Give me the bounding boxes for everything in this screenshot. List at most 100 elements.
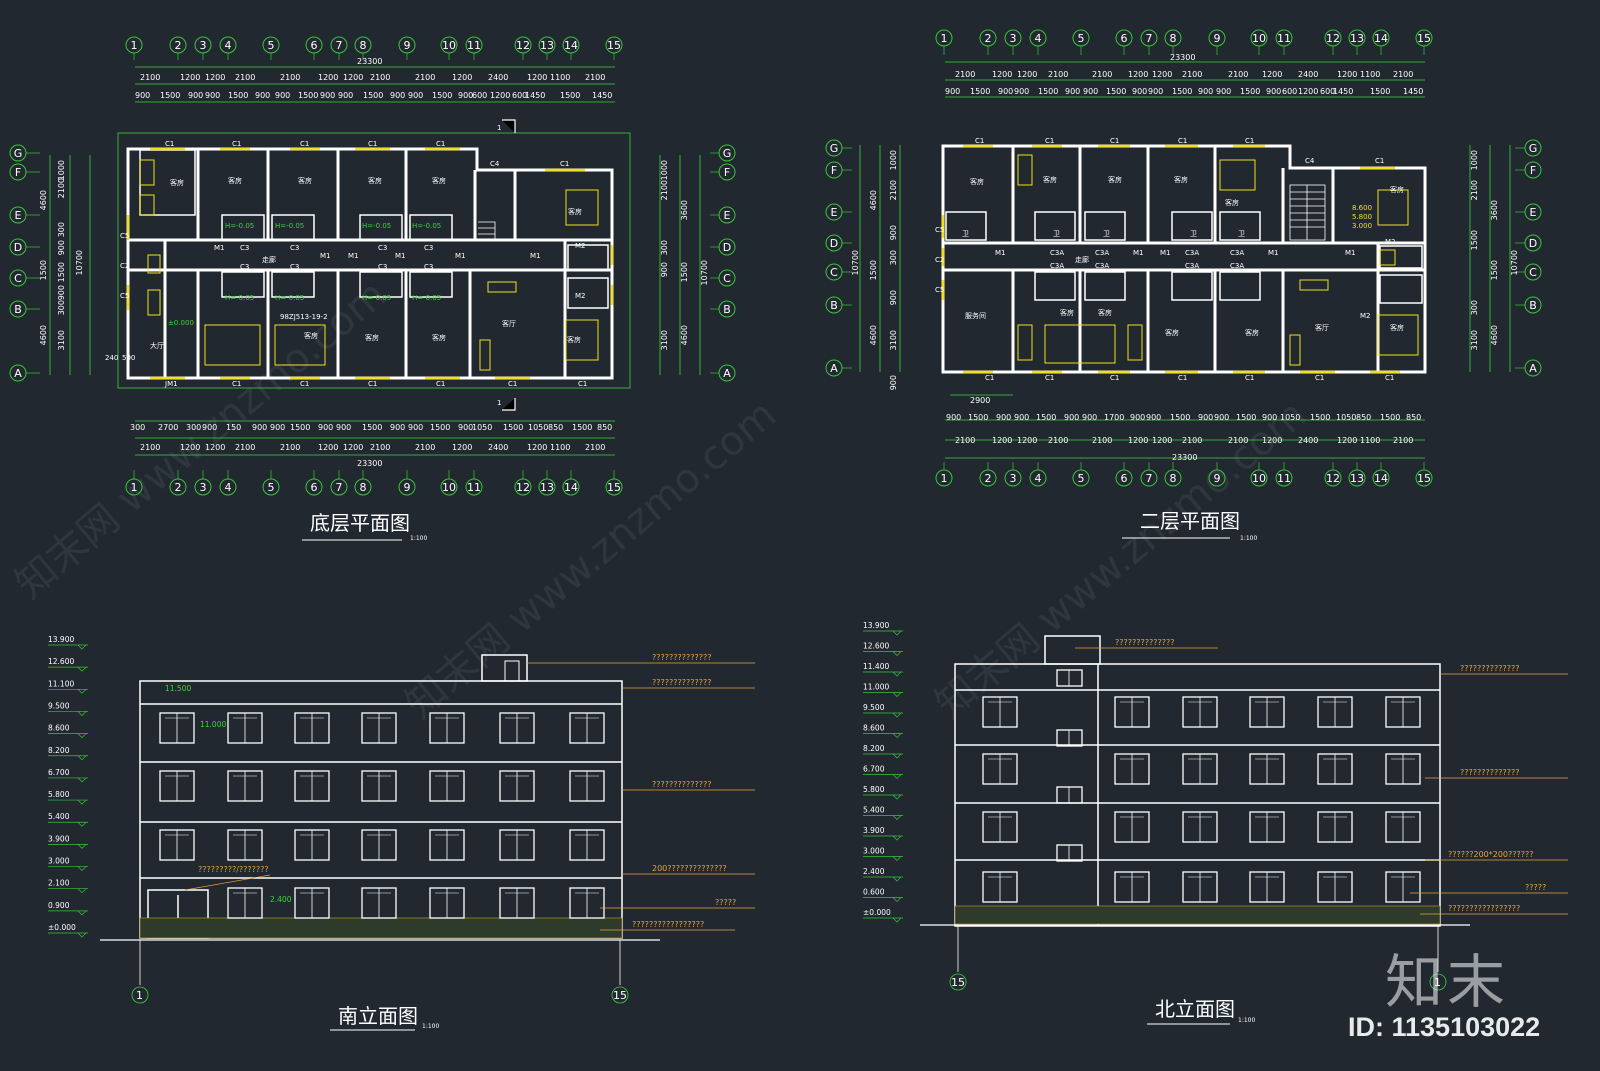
grid-number: 11: [1277, 472, 1291, 485]
grid-number: 3: [200, 39, 207, 52]
grid-bubble: [514, 36, 532, 54]
level-triangle: [77, 888, 87, 894]
level-value: 8.200: [48, 746, 70, 755]
material-note: ?????????????????: [1448, 904, 1520, 913]
svg-text:1: 1: [136, 989, 143, 1002]
grid-number: 15: [607, 39, 621, 52]
svg-text:1200: 1200: [180, 443, 200, 452]
svg-text:3600: 3600: [680, 200, 689, 220]
grid-number: 4: [1035, 472, 1042, 485]
grid-bubble: [718, 364, 736, 382]
svg-text:C3A: C3A: [1230, 249, 1244, 257]
level-triangle: [892, 753, 902, 759]
svg-text:900: 900: [946, 413, 961, 422]
svg-text:11.500: 11.500: [165, 684, 191, 693]
level-value: 8.600: [48, 724, 70, 733]
svg-text:C5: C5: [120, 292, 129, 300]
svg-text:2100: 2100: [1182, 70, 1202, 79]
right-dimension-text: 1000 2100 1500 300 3100 3600 1500 4600 1…: [1470, 150, 1519, 350]
svg-text:2100: 2100: [1393, 70, 1413, 79]
svg-text:300: 300: [57, 222, 66, 237]
svg-text:客房: 客房: [1043, 175, 1057, 184]
grid-bubble: [262, 478, 280, 496]
grid-bubble: [305, 478, 323, 496]
level-triangle: [892, 876, 902, 882]
grid-number: 6: [1121, 32, 1128, 45]
svg-text:C5: C5: [935, 286, 944, 294]
svg-text:2700: 2700: [158, 423, 178, 432]
grid-bubble: [440, 36, 458, 54]
svg-text:客房: 客房: [1165, 328, 1179, 337]
opening-labels: C1 C1 C1 C1 C1 C4 C1 C1 C1 C1 C1 C1 C1 J…: [120, 140, 587, 388]
grid-number: 5: [268, 481, 275, 494]
entrance-dims: 240 500: [105, 354, 135, 362]
level-value: 3.900: [863, 826, 885, 835]
svg-text:1200: 1200: [1128, 436, 1148, 445]
svg-text:1500: 1500: [432, 91, 452, 100]
grid-number: 6: [1121, 472, 1128, 485]
grid-number: 1: [941, 32, 948, 45]
svg-text:900: 900: [336, 423, 351, 432]
svg-text:2100: 2100: [660, 180, 669, 200]
svg-text:900: 900: [408, 423, 423, 432]
grid-bubble: [825, 139, 843, 157]
svg-text:900: 900: [1146, 413, 1161, 422]
svg-text:2100: 2100: [140, 443, 160, 452]
svg-text:300: 300: [660, 240, 669, 255]
furniture: [139, 159, 599, 371]
level-value: 2.400: [863, 867, 885, 876]
svg-text:15: 15: [613, 989, 627, 1002]
svg-text:850: 850: [1356, 413, 1371, 422]
svg-text:2100: 2100: [370, 73, 390, 82]
grid-bubble: [194, 478, 212, 496]
level-value: ±0.000: [48, 923, 76, 932]
svg-text:C5: C5: [120, 232, 129, 240]
svg-text:2100: 2100: [889, 180, 898, 200]
grid-letter: C: [830, 266, 838, 279]
level-triangle: [77, 689, 87, 694]
grid-letter: G: [1529, 142, 1538, 155]
level-marks: 13.90012.60011.1009.5008.6008.2006.7005.…: [48, 635, 88, 938]
grid-letter: A: [830, 362, 838, 375]
svg-text:2100: 2100: [370, 443, 390, 452]
level-triangle: [77, 799, 87, 805]
svg-text:1:100: 1:100: [1238, 1017, 1255, 1024]
svg-text:C3A: C3A: [1050, 249, 1064, 257]
level-triangle: [892, 630, 902, 636]
grid-number: 8: [360, 481, 367, 494]
svg-text:知末网 www.znzmo.com: 知末网 www.znzmo.com: [397, 392, 785, 728]
level-triangle: [77, 932, 87, 938]
grid-number: 11: [467, 481, 481, 494]
svg-text:1200: 1200: [452, 443, 472, 452]
grid-bubble: [440, 478, 458, 496]
stair-window: [1056, 844, 1083, 862]
svg-text:23300: 23300: [357, 459, 382, 468]
grid-bubble: [1275, 29, 1293, 47]
grid-number: 1: [131, 39, 138, 52]
grid-bubble: [935, 469, 953, 487]
svg-text:知末网 www.znzmo.com: 知末网 www.znzmo.com: [927, 392, 1315, 728]
svg-text:1500: 1500: [869, 260, 878, 280]
svg-text:M1: M1: [214, 244, 225, 252]
material-note: 200??????????????: [652, 864, 727, 873]
svg-text:C3A: C3A: [1185, 249, 1199, 257]
svg-text:2100: 2100: [1182, 436, 1202, 445]
svg-text:M2: M2: [575, 242, 586, 250]
svg-text:900: 900: [889, 290, 898, 305]
svg-text:3600: 3600: [1490, 200, 1499, 220]
svg-text:±0.000: ±0.000: [168, 319, 194, 327]
svg-text:1100: 1100: [1360, 436, 1380, 445]
svg-text:1500: 1500: [968, 413, 988, 422]
svg-text:150: 150: [226, 423, 241, 432]
level-triangle: [892, 712, 902, 718]
grid-number: 6: [311, 481, 318, 494]
svg-text:卫: 卫: [1053, 230, 1060, 238]
svg-text:900: 900: [1216, 87, 1231, 96]
grid-number: 15: [607, 481, 621, 494]
svg-text:1200: 1200: [343, 73, 363, 82]
right-dimension-text: 1000 2100 300 900 3100 3600 1500 4600 10…: [660, 160, 709, 350]
level-triangle: [892, 692, 902, 697]
grid-number: 12: [1326, 32, 1340, 45]
grid-bubble: [538, 36, 556, 54]
